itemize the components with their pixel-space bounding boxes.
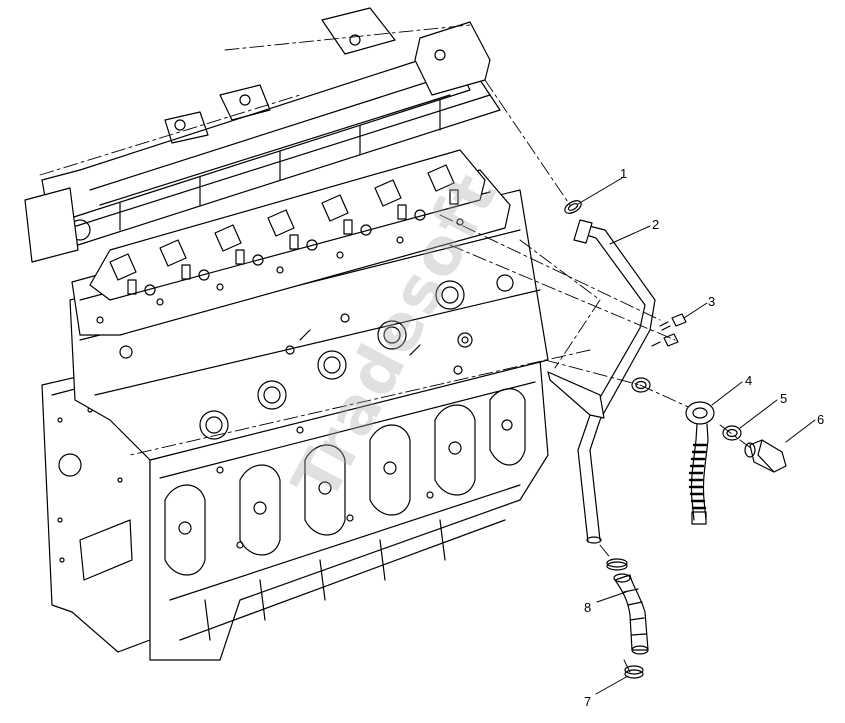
- callout-number-2: 2: [652, 217, 659, 232]
- part-8-rubber-hose: [613, 573, 649, 655]
- hose-clamp-upper: [606, 558, 628, 571]
- callout-number-8: 8: [584, 600, 591, 615]
- part-3-screws: [651, 313, 687, 347]
- callout-number-6: 6: [817, 412, 824, 427]
- callout-number-3: 3: [708, 294, 715, 309]
- assembly-leader-lines: [39, 24, 761, 673]
- callout-number-4: 4: [745, 373, 752, 388]
- sealing-ring-upper: [631, 377, 651, 393]
- engine-block: [24, 7, 549, 661]
- part-7-hose-clamp: [624, 665, 644, 679]
- part-2-oil-pipe: [547, 219, 656, 544]
- callout-number-5: 5: [780, 391, 787, 406]
- part-5-sealing-ring: [722, 425, 742, 441]
- callout-number-1: 1: [620, 166, 627, 181]
- callout-number-7: 7: [584, 694, 591, 709]
- callout-numbers: 1 2 3 4 5 6 8 7: [584, 166, 824, 709]
- part-6-banjo-bolt: [744, 439, 787, 473]
- callout-leaders: [577, 177, 816, 695]
- part-1-sealing-washer: [564, 200, 582, 214]
- part-4-banjo-fitting: [685, 401, 715, 525]
